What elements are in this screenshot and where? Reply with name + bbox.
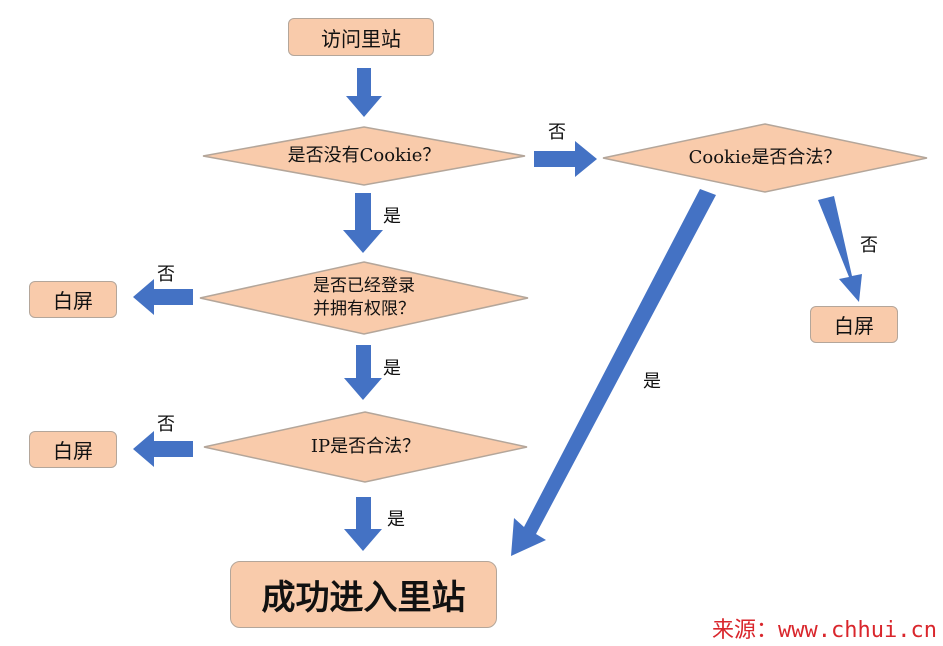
arrow-ip-yes bbox=[344, 497, 382, 551]
edge-label-yes: 是 bbox=[383, 206, 401, 227]
white-screen-node-2: 白屏 bbox=[29, 431, 117, 468]
edge-label-yes: 是 bbox=[643, 371, 661, 392]
arrow-cookie-valid-yes bbox=[511, 189, 716, 556]
decision-shape bbox=[199, 261, 529, 335]
arrow-ip-no bbox=[133, 431, 193, 467]
decision-no-cookie: 是否没有Cookie？ bbox=[202, 126, 526, 186]
edge-label-no: 否 bbox=[548, 122, 566, 143]
decision-label: 是否已经登录 并拥有权限？ bbox=[313, 275, 415, 321]
edge-label-no: 否 bbox=[157, 264, 175, 285]
arrow-no-cookie-no bbox=[534, 141, 597, 177]
decision-ip-valid: IP是否合法？ bbox=[203, 411, 528, 483]
decision-label-line1: 是否已经登录 bbox=[313, 276, 415, 297]
success-node: 成功进入里站 bbox=[230, 561, 497, 628]
arrow-start-to-no-cookie bbox=[346, 68, 382, 117]
start-node: 访问里站 bbox=[288, 18, 434, 56]
decision-label: Cookie是否合法？ bbox=[688, 146, 842, 168]
decision-shape bbox=[202, 126, 526, 186]
white-screen-node-3: 白屏 bbox=[810, 306, 898, 343]
source-watermark: 来源：www.chhui.cn bbox=[712, 618, 937, 643]
arrow-no-cookie-yes bbox=[343, 193, 383, 253]
edge-label-no: 否 bbox=[157, 414, 175, 435]
white-screen-node-1: 白屏 bbox=[29, 281, 117, 318]
decision-label-line2: 并拥有权限？ bbox=[313, 299, 415, 319]
arrow-logged-in-no bbox=[133, 279, 193, 315]
edge-label-no: 否 bbox=[860, 235, 878, 256]
decision-shape bbox=[203, 411, 528, 483]
arrow-cookie-valid-no bbox=[818, 196, 862, 302]
edge-label-yes: 是 bbox=[387, 509, 405, 530]
decision-label: IP是否合法？ bbox=[310, 435, 421, 457]
edge-label-yes: 是 bbox=[383, 358, 401, 379]
decision-shape bbox=[602, 123, 928, 193]
decision-label: 是否没有Cookie？ bbox=[287, 144, 441, 166]
arrow-logged-in-yes bbox=[344, 345, 382, 400]
decision-logged-in: 是否已经登录 并拥有权限？ bbox=[199, 261, 529, 335]
decision-cookie-valid: Cookie是否合法？ bbox=[602, 123, 928, 193]
